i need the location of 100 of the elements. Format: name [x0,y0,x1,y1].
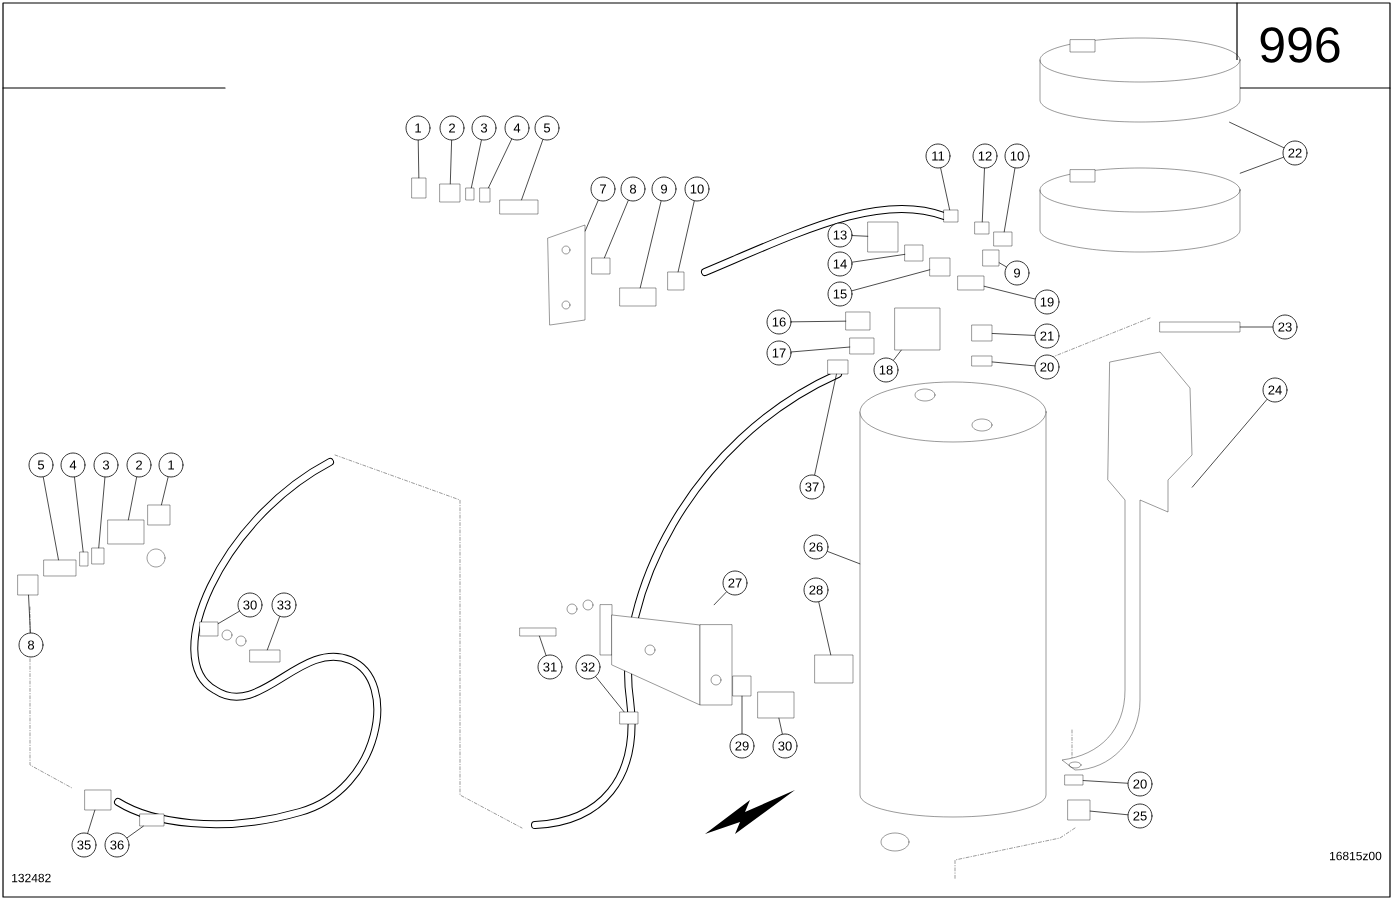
leader-line [991,333,1035,336]
leader-line [1082,780,1128,784]
leader-line [417,140,420,179]
callout-number: 10 [684,176,710,202]
callout-number: 37 [799,474,825,500]
tank [859,381,1047,818]
hose-fitting [139,813,165,827]
fitting [957,275,985,291]
callout-number: 20 [1127,771,1153,797]
leader-line [981,168,985,223]
callout-number: 10 [1004,143,1030,169]
callout-number: 4 [504,115,530,141]
callout-number: 14 [827,251,853,277]
fitting [1064,774,1084,786]
leader-line [940,167,950,211]
callout-number: 5 [534,115,560,141]
leader-line [42,476,59,561]
leader-line [851,269,931,292]
leader-line [488,138,512,189]
leader-line [1003,167,1016,233]
tee-fitting [894,307,941,351]
callout-number: 21 [1034,323,1060,349]
leader-line [1239,326,1273,328]
callout-number: 20 [1034,354,1060,380]
fitting [17,574,39,596]
leader-line [677,200,695,273]
leader-line [818,601,832,656]
fitting [814,654,854,684]
leader-line [28,594,31,633]
callout-number: 29 [729,733,755,759]
callout-number: 30 [772,733,798,759]
callout-number: 18 [873,357,899,383]
fitting [971,324,993,342]
leader-line [1191,399,1268,488]
fitting [1067,799,1091,821]
leader-line [791,346,851,353]
callout-number: 8 [18,632,44,658]
fitting [479,187,491,203]
callout-number: 35 [71,832,97,858]
fitting [667,271,685,291]
hose-fitting [827,359,849,375]
leader-line [539,635,547,656]
callout-number: 27 [722,570,748,596]
callout-number: 28 [803,577,829,603]
fitting [79,551,89,567]
fitting [845,311,871,331]
callout-number: 4 [60,452,86,478]
leader-line [983,285,1036,300]
leader-line [595,676,625,713]
leader-line [604,200,629,259]
leader-line [449,140,452,185]
callout-number: 36 [104,832,130,858]
callout-number: 2 [126,452,152,478]
leader-line [991,361,1035,367]
bracket [1061,351,1193,771]
leader-line [713,591,727,606]
callout-number: 24 [1262,377,1288,403]
callout-number: 3 [471,115,497,141]
callout-number: 9 [1004,260,1030,286]
hose-fitting [943,209,959,223]
callout-number: 31 [537,654,563,680]
fitting [249,649,281,663]
hose-clamp [199,621,219,637]
callout-number: 32 [575,654,601,680]
callout-number: 26 [803,534,829,560]
callout-number: 13 [827,222,853,248]
leader-line [74,476,84,553]
leader-line [791,320,847,323]
leader-line [217,610,240,624]
leader-line [827,551,861,565]
callout-number: 12 [972,143,998,169]
fitting [904,244,924,262]
fitting [993,231,1013,247]
hose-clamp [619,711,639,725]
callout-number: 5 [28,452,54,478]
leader-line [852,235,869,237]
fitting [107,519,145,545]
callout-number: 19 [1034,289,1060,315]
fitting [591,257,611,275]
fitting [619,287,657,307]
leader-line [998,262,1007,268]
fitting [849,337,875,355]
leader-line [893,349,902,361]
leader-line [1089,810,1128,816]
bracket [599,604,733,706]
leader-line [584,200,599,232]
leader-line [814,373,837,476]
callout-number: 25 [1127,803,1153,829]
page-number: 996 [1260,27,1340,63]
callout-number: 22 [1282,140,1308,166]
leader-line [778,717,783,735]
fitting [519,627,557,637]
leader-line [128,476,137,521]
fitting [971,355,993,367]
callout-number: 2 [439,115,465,141]
callout-number: 1 [158,452,184,478]
callout-number: 7 [590,176,616,202]
fitting [439,183,461,203]
leader-line [161,476,169,506]
callout-number: 17 [766,340,792,366]
